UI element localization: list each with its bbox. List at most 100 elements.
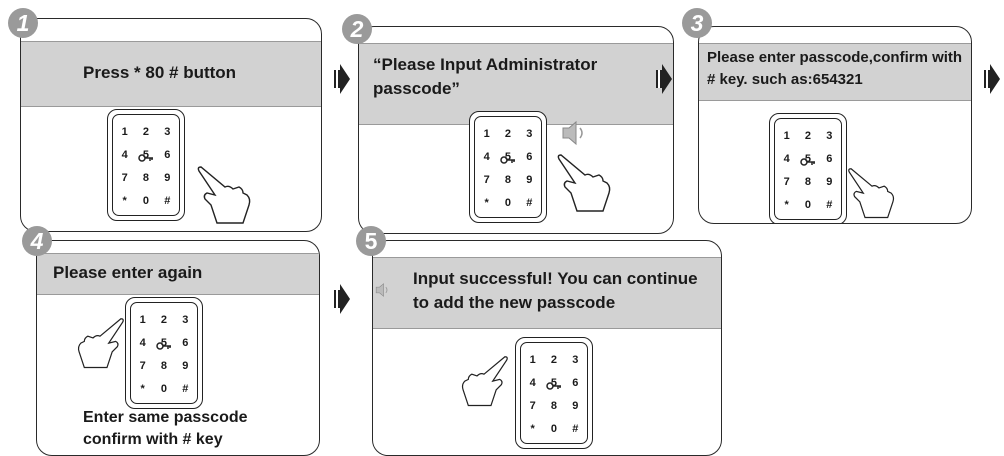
keypad-key: 1 — [783, 129, 790, 142]
keypad-key: 8 — [504, 173, 512, 186]
step-number-badge: 4 — [22, 226, 52, 256]
step-number-badge: 2 — [342, 14, 372, 44]
step-title-band — [21, 41, 321, 107]
step-title: Please enter again — [53, 263, 203, 282]
keypad-key: # — [182, 382, 189, 395]
keypad-key: 9 — [526, 173, 533, 186]
keypad-key: 4 — [529, 376, 536, 389]
keypad-key: 1 — [529, 353, 536, 366]
keypad-key: * — [484, 196, 489, 209]
keypad: 1 2 3 4 5 6 7 8 9 * 0 # — [515, 337, 593, 449]
keypad-key: 8 — [160, 359, 168, 372]
keypad-key: 4 — [139, 336, 146, 349]
keypad-key: 8 — [550, 399, 558, 412]
key-icon — [156, 342, 171, 350]
keypad-key: 2 — [504, 127, 512, 140]
keypad-key: 3 — [164, 125, 171, 138]
pointing-hand-icon — [557, 154, 611, 212]
keypad-key: 0 — [804, 198, 812, 211]
speaker-icon — [562, 120, 583, 146]
keypad-key: 5 — [804, 152, 812, 165]
keypad-key: 6 — [182, 336, 189, 349]
keypad-key: 7 — [529, 399, 536, 412]
keypad-key: * — [140, 382, 145, 395]
keypad-key: # — [164, 194, 171, 207]
step-title-band — [37, 253, 319, 295]
keypad-key: 7 — [483, 173, 490, 186]
keypad-key: 7 — [783, 175, 790, 188]
keypad-key: 2 — [142, 125, 150, 138]
keypad: 1 2 3 4 5 6 7 8 9 * 0 # — [107, 109, 185, 221]
step-note: Enter same passcode confirm with # key — [83, 409, 248, 448]
key-icon — [138, 154, 153, 162]
pointing-hand-icon — [197, 166, 251, 224]
right-arrow-icon — [334, 284, 350, 314]
pointing-hand-icon — [77, 318, 124, 369]
keypad-key: 2 — [804, 129, 812, 142]
keypad-key: 7 — [121, 171, 128, 184]
pointing-hand-icon — [848, 168, 895, 219]
step-number-badge: 5 — [356, 226, 386, 256]
keypad-key: 6 — [164, 148, 171, 161]
step-title-band — [699, 43, 971, 101]
keypad-key: 9 — [164, 171, 171, 184]
keypad-key: 2 — [160, 313, 168, 326]
keypad-key: 3 — [182, 313, 189, 326]
step-title: Please enter passcode,confirm with # key… — [707, 49, 963, 88]
keypad-key: 2 — [550, 353, 558, 366]
step-panel-3: Please enter passcode,confirm with # key… — [698, 26, 972, 224]
keypad-key: 4 — [783, 152, 790, 165]
key-icon — [500, 156, 515, 164]
keypad-key: 0 — [504, 196, 512, 209]
keypad-key: * — [530, 422, 535, 435]
step-title: Input successful! You can continue to ad… — [413, 269, 698, 312]
step-title: “Please Input Administrator passcode” — [373, 55, 598, 98]
keypad-key: 0 — [142, 194, 150, 207]
keypad-key: 4 — [121, 148, 128, 161]
key-icon — [546, 382, 561, 390]
keypad-key: 8 — [142, 171, 150, 184]
keypad-key: 9 — [826, 175, 833, 188]
keypad-key: # — [572, 422, 579, 435]
step-title-band — [373, 257, 721, 329]
keypad-key: 4 — [483, 150, 490, 163]
step-panel-5: Input successful! You can continue to ad… — [372, 240, 722, 456]
keypad-key: 3 — [826, 129, 833, 142]
keypad-key: 1 — [121, 125, 128, 138]
keypad-key: # — [826, 198, 833, 211]
keypad-key: # — [526, 196, 533, 209]
keypad-key: 0 — [550, 422, 558, 435]
keypad-key: 6 — [826, 152, 833, 165]
keypad-key: 6 — [572, 376, 579, 389]
speaker-icon — [375, 283, 388, 297]
keypad-key: 3 — [526, 127, 533, 140]
keypad-key: 5 — [160, 336, 168, 349]
keypad-key: 7 — [139, 359, 146, 372]
right-arrow-icon — [656, 64, 672, 94]
key-icon — [800, 158, 815, 166]
keypad-key: 0 — [160, 382, 168, 395]
right-arrow-icon — [334, 64, 350, 94]
step-panel-1: Press * 80 # button 1 2 3 4 5 6 7 8 9 * 0 # — [20, 18, 322, 232]
keypad-key: 5 — [142, 148, 150, 161]
keypad-key: * — [784, 198, 789, 211]
step-title: Press * 80 # button — [83, 63, 237, 82]
keypad-keys: 1 2 3 4 5 6 7 8 9 * 0 # — [776, 124, 840, 216]
keypad-key: 5 — [550, 376, 558, 389]
keypad-key: 8 — [804, 175, 812, 188]
keypad-keys: 1 2 3 4 5 6 7 8 9 * 0 # — [522, 348, 586, 440]
keypad-key: 9 — [182, 359, 189, 372]
keypad: 1 2 3 4 5 6 7 8 9 * 0 # — [769, 113, 847, 223]
keypad-key: 3 — [572, 353, 579, 366]
keypad-keys: 1 2 3 4 5 6 7 8 9 * 0 # — [114, 120, 178, 212]
keypad-key: 5 — [504, 150, 512, 163]
keypad-key: * — [122, 194, 127, 207]
keypad-key: 6 — [526, 150, 533, 163]
keypad-key: 9 — [572, 399, 579, 412]
